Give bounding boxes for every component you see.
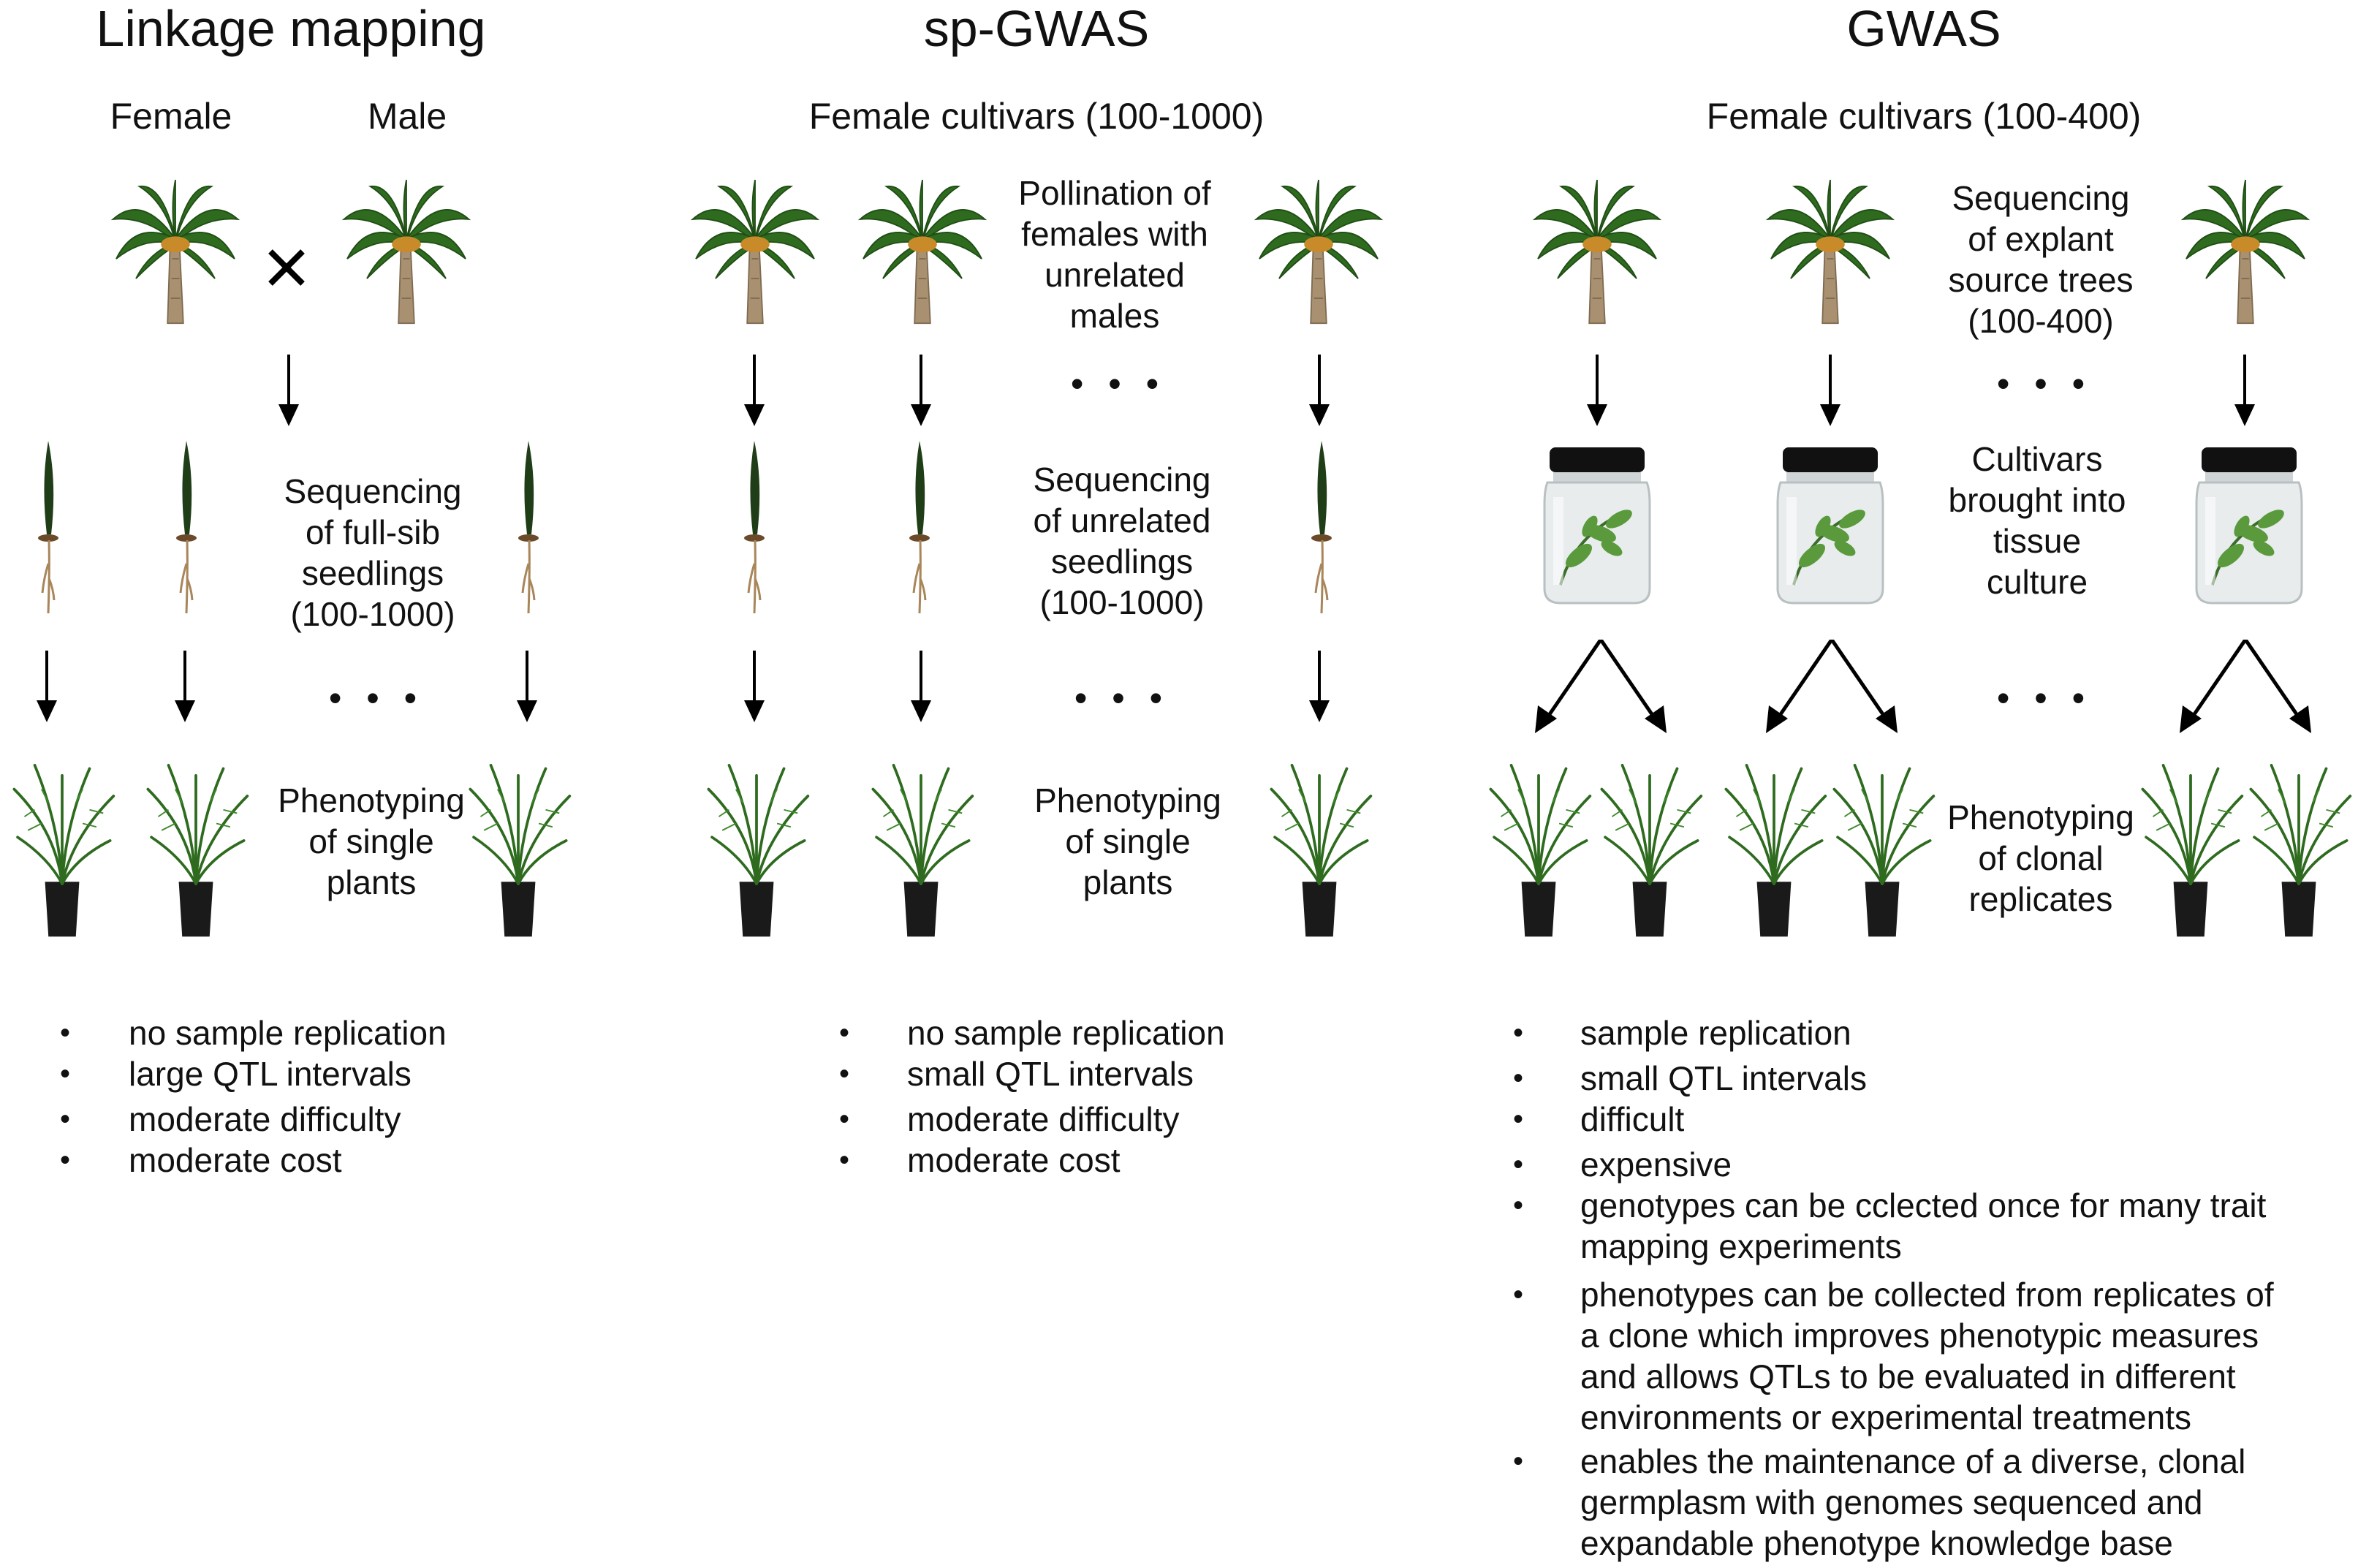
date-palm-tree-icon	[1764, 179, 1896, 325]
potted-palm-icon	[1719, 757, 1829, 945]
linkage-phenotyping-label: Phenotyping of single plants	[278, 781, 465, 901]
seedling-icon	[740, 439, 769, 616]
tissue-culture-jar-icon	[1539, 446, 1656, 607]
tissue-culture-jar-icon	[1772, 446, 1889, 607]
arrow-down-icon	[740, 355, 769, 428]
bullet-marker: •	[839, 1017, 850, 1049]
bullet-marker: •	[60, 1144, 71, 1176]
potted-palm-icon	[1827, 757, 1937, 945]
bullet-marker: •	[839, 1144, 850, 1176]
arrow-down-icon	[906, 651, 936, 724]
spgwas-title: sp-GWAS	[923, 0, 1150, 57]
bullet-marker: •	[60, 1103, 71, 1135]
ellipsis-icon: • • •	[1074, 678, 1170, 719]
date-palm-tree-icon	[689, 179, 821, 325]
linkage-sequencing-label: Sequencing of full-sib seedlings (100-10…	[284, 472, 462, 633]
arrow-down-icon	[740, 651, 769, 724]
seedling-icon	[905, 439, 934, 616]
arrow-down-icon	[512, 651, 542, 724]
seedling-icon	[172, 439, 201, 616]
ellipsis-icon: • • •	[1996, 363, 2093, 404]
list-item: moderate cost	[129, 1141, 342, 1179]
potted-palm-icon	[2244, 757, 2354, 945]
arrow-down-icon	[1582, 355, 1612, 428]
potted-palm-icon	[2136, 757, 2245, 945]
bullet-marker: •	[1513, 1103, 1524, 1135]
bullet-marker: •	[839, 1058, 850, 1090]
spgwas-pollination-label: Pollination of females with unrelated ma…	[1018, 174, 1211, 335]
date-palm-tree-icon	[1531, 179, 1663, 325]
list-item: expensive	[1580, 1145, 1732, 1183]
seedling-icon	[34, 439, 63, 616]
arrow-down-icon	[170, 651, 200, 724]
tissue-culture-jar-icon	[2191, 446, 2308, 607]
seedling-icon	[1307, 439, 1336, 616]
ellipsis-icon: • • •	[328, 678, 425, 719]
bullet-marker: •	[1513, 1148, 1524, 1181]
list-item: sample replication	[1580, 1014, 1851, 1052]
date-palm-tree-icon	[110, 179, 241, 325]
ellipsis-icon: • • •	[1070, 363, 1167, 404]
bullet-marker: •	[1513, 1017, 1524, 1049]
arrow-down-icon	[1305, 355, 1334, 428]
gwas-culture-label: Cultivars brought into tissue culture	[1948, 440, 2126, 601]
list-item: moderate cost	[907, 1141, 1121, 1179]
list-item: no sample replication	[129, 1014, 447, 1052]
potted-palm-icon	[1595, 757, 1705, 945]
arrow-down-icon	[1816, 355, 1845, 428]
gwas-sequencing-label: Sequencing of explant source trees (100-…	[1948, 179, 2134, 340]
male-label: Male	[367, 96, 447, 137]
bullet-marker: •	[1513, 1189, 1524, 1222]
arrow-down-icon	[274, 355, 303, 428]
list-item: small QTL intervals	[907, 1055, 1194, 1093]
arrow-down-icon	[32, 651, 61, 724]
bullet-marker: •	[1513, 1445, 1524, 1477]
potted-palm-icon	[866, 757, 976, 945]
female-label: Female	[110, 96, 232, 137]
cross-icon	[268, 249, 305, 286]
potted-palm-icon	[1484, 757, 1593, 945]
gwas-title: GWAS	[1846, 0, 2001, 57]
gwas-subtitle: Female cultivars (100-400)	[1706, 96, 2142, 137]
date-palm-tree-icon	[1253, 179, 1384, 325]
list-item: moderate difficulty	[907, 1100, 1180, 1138]
date-palm-tree-icon	[341, 179, 472, 325]
bullet-marker: •	[1513, 1279, 1524, 1311]
spgwas-phenotyping-label: Phenotyping of single plants	[1034, 781, 1221, 901]
date-palm-tree-icon	[2180, 179, 2311, 325]
list-item: small QTL intervals	[1580, 1059, 1867, 1097]
split-arrow-icon	[1528, 640, 1674, 735]
arrow-down-icon	[906, 355, 936, 428]
seedling-icon	[514, 439, 543, 616]
potted-palm-icon	[702, 757, 811, 945]
list-item: genotypes can be cclected once for many …	[1580, 1186, 2267, 1265]
list-item: phenotypes can be collected from replica…	[1580, 1276, 2274, 1436]
list-item: large QTL intervals	[129, 1055, 412, 1093]
potted-palm-icon	[1265, 757, 1374, 945]
spgwas-sequencing-label: Sequencing of unrelated seedlings (100-1…	[1033, 461, 1211, 621]
bullet-marker: •	[1513, 1062, 1524, 1094]
linkage-title: Linkage mapping	[96, 0, 486, 57]
bullet-marker: •	[60, 1017, 71, 1049]
list-item: no sample replication	[907, 1014, 1225, 1052]
arrow-down-icon	[1305, 651, 1334, 724]
gwas-phenotyping-label: Phenotyping of clonal replicates	[1947, 798, 2134, 918]
spgwas-subtitle: Female cultivars (100-1000)	[808, 96, 1265, 137]
potted-palm-icon	[463, 757, 573, 945]
date-palm-tree-icon	[857, 179, 988, 325]
bullet-marker: •	[839, 1103, 850, 1135]
ellipsis-icon: • • •	[1996, 678, 2093, 719]
bullet-marker: •	[60, 1058, 71, 1090]
split-arrow-icon	[1759, 640, 1905, 735]
list-item: enables the maintenance of a diverse, cl…	[1580, 1442, 2246, 1562]
split-arrow-icon	[2172, 640, 2319, 735]
potted-palm-icon	[7, 757, 117, 945]
arrow-down-icon	[2230, 355, 2259, 428]
list-item: moderate difficulty	[129, 1100, 401, 1138]
list-item: difficult	[1580, 1100, 1685, 1138]
potted-palm-icon	[141, 757, 251, 945]
